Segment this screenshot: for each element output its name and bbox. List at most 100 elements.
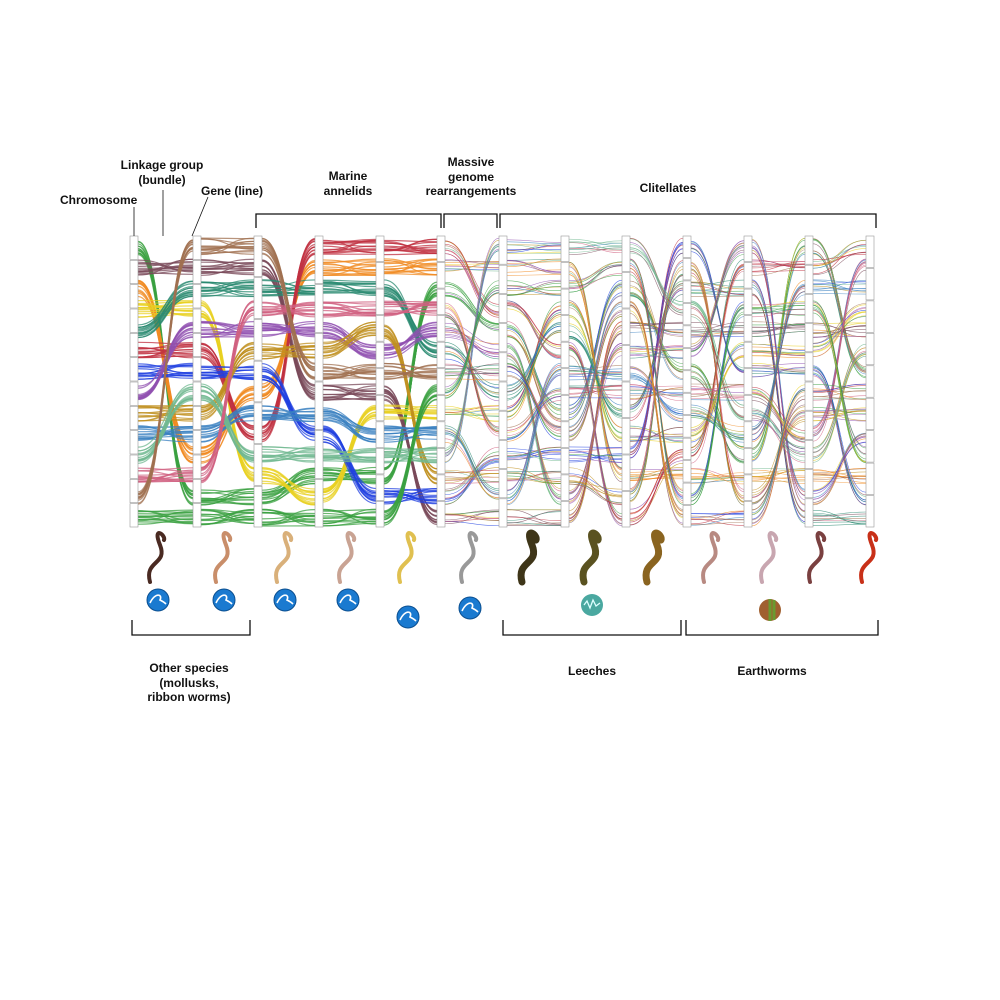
gene-line	[751, 323, 806, 326]
gene-line	[690, 513, 745, 516]
gene-line	[506, 472, 562, 480]
chromosome	[498, 440, 508, 469]
gene-line	[751, 302, 806, 309]
gene-line	[383, 493, 438, 498]
gene-line	[568, 247, 623, 255]
chromosome	[682, 482, 692, 505]
gene-line	[383, 300, 438, 303]
gene-line	[690, 388, 745, 400]
freshwater-habitat-icon	[581, 594, 603, 616]
gene-line	[812, 390, 867, 398]
gene-line	[690, 517, 745, 526]
gene-line	[690, 412, 745, 427]
gene-line	[506, 387, 562, 440]
gene-line	[444, 467, 500, 484]
gene-line	[444, 281, 500, 325]
gene-line	[568, 474, 623, 506]
gene-line	[444, 513, 500, 521]
gene-line	[568, 457, 623, 463]
gene-line	[751, 468, 806, 470]
gene-line	[812, 511, 867, 517]
gene-line	[812, 281, 867, 285]
chromosome	[743, 501, 753, 528]
gene-line	[444, 304, 500, 433]
gene-line	[383, 272, 438, 276]
gene-line	[812, 279, 867, 284]
gene-line	[383, 364, 438, 378]
gene-line	[629, 469, 684, 473]
gene-line	[751, 305, 806, 308]
gene-line	[690, 248, 745, 371]
gene-line	[629, 449, 684, 515]
gene-line	[137, 280, 194, 336]
other-line1: Other species	[149, 661, 229, 675]
gene-line	[629, 386, 684, 395]
gene-line	[690, 473, 745, 478]
gene-line	[383, 305, 438, 308]
chromosome	[498, 352, 508, 382]
gene-line	[812, 239, 867, 269]
gene-line	[568, 242, 623, 254]
chromosome	[621, 308, 631, 345]
gene-line	[690, 518, 745, 526]
gene-line	[383, 395, 438, 519]
gene-line	[690, 386, 745, 398]
gene-line	[690, 282, 745, 288]
gene-line	[812, 408, 867, 412]
gene-line	[200, 385, 255, 455]
gene-line	[690, 279, 745, 286]
gene-line	[812, 308, 867, 358]
gene-line	[812, 244, 867, 269]
chromosome	[253, 277, 263, 319]
gene-line	[383, 284, 438, 354]
gene-line	[690, 272, 745, 499]
chromosome	[560, 262, 570, 289]
gene-line	[137, 283, 194, 326]
gene-line	[137, 470, 194, 478]
organism-illustrations	[146, 529, 879, 629]
gene-line	[568, 241, 623, 244]
gene-line	[690, 363, 745, 463]
chromosome	[375, 341, 385, 369]
gene-line	[751, 343, 806, 347]
gene-line	[444, 250, 500, 463]
chromosome	[560, 474, 570, 501]
gene-line	[506, 470, 562, 473]
gene-line	[137, 345, 194, 353]
chromosome	[682, 505, 692, 528]
gene-line	[444, 405, 500, 413]
gene-line	[629, 287, 684, 371]
gene-line	[137, 349, 194, 355]
gene-line	[444, 293, 500, 396]
gene-line	[690, 376, 745, 448]
gene-line	[322, 468, 377, 484]
gene-line	[261, 284, 316, 292]
gene-line	[322, 412, 377, 441]
gene-line	[568, 247, 623, 253]
gene-line	[506, 303, 562, 359]
organism-ring-worm	[274, 531, 294, 584]
gene-line	[506, 244, 562, 253]
gene-line	[690, 413, 745, 443]
gene-line	[629, 242, 684, 449]
organism-thin-worm	[459, 531, 479, 584]
chromosome	[621, 454, 631, 491]
gene-line	[629, 345, 684, 359]
gene-line	[137, 410, 194, 418]
gene-line	[137, 511, 194, 518]
gene-line	[261, 352, 316, 359]
marine-habitat-icon	[273, 588, 297, 612]
chromosome	[560, 501, 570, 528]
gene-line	[444, 372, 500, 377]
gene-line	[690, 414, 745, 436]
gene-line	[444, 259, 500, 265]
gene-line	[506, 239, 562, 243]
gene-ribbons	[137, 237, 867, 527]
marine-habitat-icon	[458, 596, 482, 620]
gene-line	[444, 265, 500, 269]
chromosome	[253, 485, 263, 528]
gene-line	[812, 261, 867, 442]
chromosome	[192, 454, 202, 479]
gene-line	[568, 447, 623, 453]
gene-line	[812, 442, 867, 492]
